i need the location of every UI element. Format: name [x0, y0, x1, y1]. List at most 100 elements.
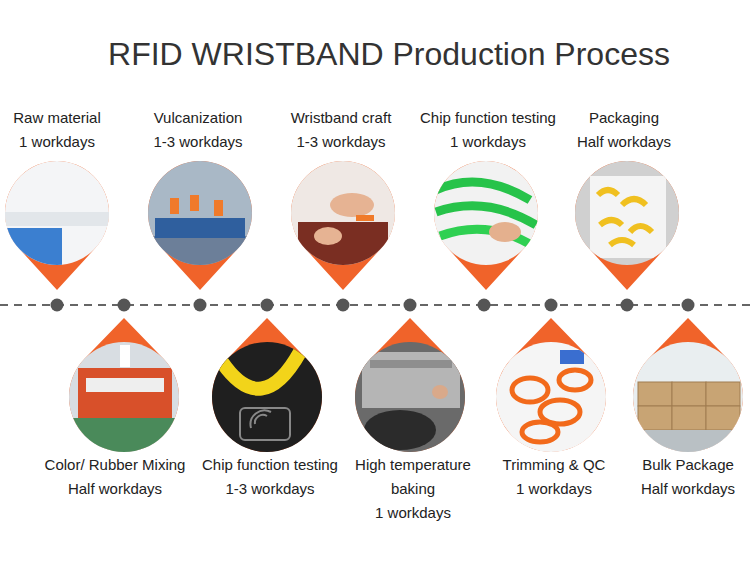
wristband [436, 206, 536, 225]
step-duration: 1-3 workdays [271, 130, 411, 154]
photo-ground [352, 340, 468, 455]
floor [630, 430, 746, 455]
carton [706, 382, 740, 406]
oven-rack [370, 360, 452, 368]
step-duration: 1 workdays [348, 501, 478, 525]
step-name: Trimming & QC [489, 453, 619, 477]
step-duration: 1 workdays [489, 477, 619, 501]
timeline-dot [118, 299, 131, 312]
photo-ground [494, 340, 608, 455]
wristband [440, 229, 536, 248]
wristband [522, 422, 558, 442]
step-name: Chip function testing [413, 106, 563, 130]
timeline-dot [478, 299, 491, 312]
process-step: Raw material1 workdays [2, 106, 112, 292]
timeline-dot [261, 299, 274, 312]
mixing-photo [66, 340, 182, 455]
process-step: Vulcanization1-3 workdays [128, 106, 268, 292]
step-name: Packaging [559, 106, 689, 130]
craft-photo [288, 160, 398, 270]
step-name: High temperature baking [348, 453, 478, 501]
step-duration: 1-3 workdays [128, 130, 268, 154]
photo-ground [0, 160, 115, 270]
process-step: Trimming & QC1 workdays [489, 318, 619, 528]
wristband [436, 182, 530, 200]
worker [120, 345, 130, 367]
raw-material-photo [0, 160, 115, 270]
chip-test-photo [430, 160, 542, 270]
wristband [559, 370, 591, 390]
timeline-dots [51, 299, 695, 312]
step-name: Color/ Rubber Mixing [40, 453, 190, 477]
photo-ground [66, 340, 182, 455]
worker [170, 198, 179, 214]
mold [298, 222, 388, 268]
process-step: Chip function testing1 workdays [413, 106, 563, 292]
wristband [598, 190, 652, 245]
photo-ground [430, 160, 542, 270]
hand [489, 222, 521, 242]
roller [86, 378, 164, 392]
drop-shape [575, 161, 679, 290]
carton [638, 382, 672, 406]
hand [432, 385, 448, 399]
photo-ground [630, 340, 746, 455]
machine-base [70, 418, 180, 454]
carton [638, 406, 672, 430]
step-name: Vulcanization [128, 106, 268, 130]
process-step: Wristband craft1-3 workdays [271, 106, 411, 292]
step-duration: Half workdays [40, 477, 190, 501]
process-step: Color/ Rubber MixingHalf workdays [40, 318, 190, 528]
timeline-dot [682, 299, 695, 312]
photo-ground [210, 340, 324, 455]
chip-test-photo [210, 340, 324, 455]
trimming-photo [494, 340, 608, 455]
packaging-photo [572, 160, 684, 270]
material-block [0, 212, 115, 226]
worker [190, 195, 199, 211]
diagram-title: RFID WRISTBAND Production Process [29, 34, 749, 74]
timeline-dot [51, 299, 64, 312]
worker [214, 200, 223, 216]
wristband [222, 352, 300, 389]
timeline-dot [545, 299, 558, 312]
material-block [0, 228, 62, 268]
worker [364, 410, 436, 450]
machine [155, 218, 245, 238]
wristband [356, 215, 374, 221]
carton [706, 406, 740, 430]
timeline-dot [337, 299, 350, 312]
step-name: Bulk Package [632, 453, 744, 477]
vulcanization-photo [145, 160, 255, 270]
process-step: Chip function testing1-3 workdays [195, 318, 345, 528]
carton [672, 406, 706, 430]
hand [314, 227, 342, 245]
carton [672, 382, 706, 406]
bulk-package-photo [630, 340, 746, 455]
photo-ground [288, 160, 398, 270]
baking-photo [352, 340, 468, 455]
process-step: High temperature baking1 workdays [348, 318, 478, 528]
timeline [0, 304, 750, 306]
timeline-dot [404, 299, 417, 312]
step-name: Raw material [2, 106, 112, 130]
hand [330, 193, 374, 217]
reader-icon [240, 408, 290, 440]
factory-floor [145, 236, 255, 270]
photo-ground [572, 160, 684, 270]
step-duration: Half workdays [559, 130, 689, 154]
reader-icon [251, 410, 271, 428]
wristband [512, 378, 548, 402]
step-name: Chip function testing [195, 453, 345, 477]
step-name: Wristband craft [271, 106, 411, 130]
photo-ground [145, 160, 255, 270]
process-step: PackagingHalf workdays [559, 106, 689, 292]
mixing-machine [78, 368, 172, 418]
step-duration: 1 workdays [413, 130, 563, 154]
tool [560, 350, 584, 364]
oven [362, 352, 460, 408]
bag [590, 176, 666, 258]
timeline-dot [621, 299, 634, 312]
process-step: Bulk PackageHalf workdays [632, 318, 744, 528]
